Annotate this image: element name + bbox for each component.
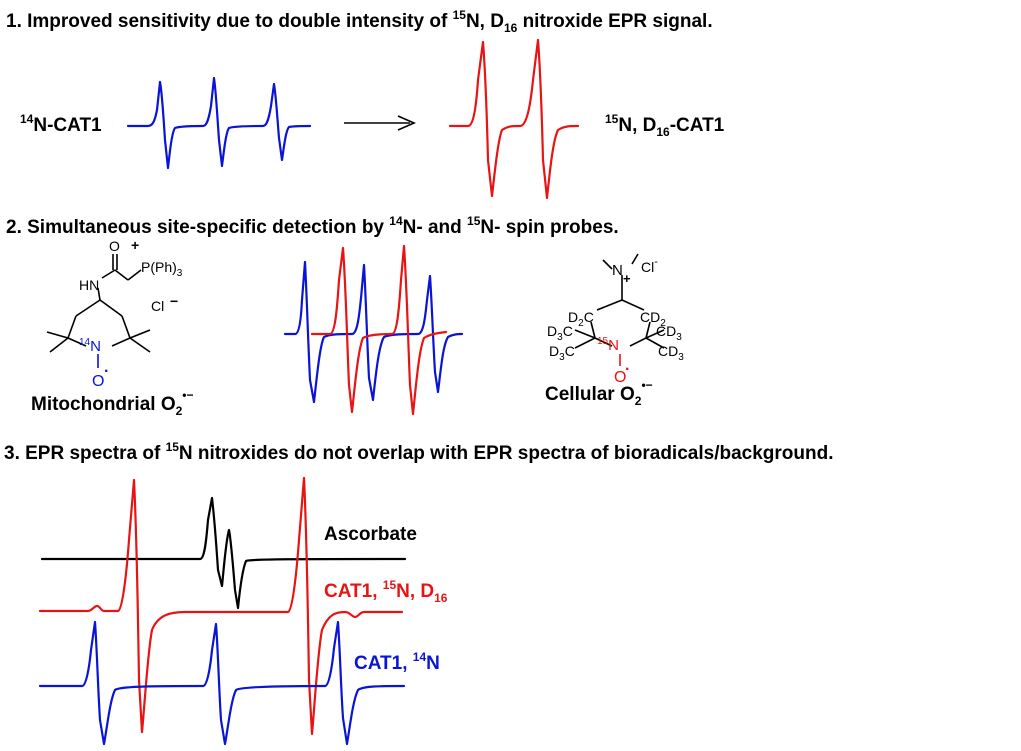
n15-cat1-label: 15N, D16-CAT1 [605, 112, 725, 139]
cd3-group-3: CD3 [656, 323, 682, 343]
n15-cat1-epr-spectrum [38, 476, 404, 736]
ammonium-nitrogen: N [612, 262, 623, 279]
cell-caption: Cellular O2•− [545, 378, 653, 408]
cd2-left: D2C [568, 309, 594, 329]
nitroxide-oxygen: O [92, 373, 104, 390]
amide-nh: HN [79, 277, 99, 293]
cd2-right: CD2 [640, 309, 666, 329]
section3-heading: 3. EPR spectra of 15N nitroxides do not … [4, 440, 833, 464]
chloride-counterion: Cl [151, 298, 164, 314]
ammonium-charge: + [623, 271, 631, 286]
n14-cat1-label: 14N-CAT1 [20, 112, 102, 136]
nitroxide-nitrogen-15: 15N [597, 336, 619, 354]
triphenylphosphonium-group: P(Ph)3 [141, 259, 183, 279]
n14-epr-spectrum-overlay [283, 260, 464, 404]
ascorbate-label: Ascorbate [324, 524, 417, 545]
phosphonium-charge: + [131, 237, 139, 253]
radical-dot: · [104, 363, 109, 380]
chloride-charge: − [170, 293, 178, 309]
carbonyl-oxygen: O [109, 238, 120, 254]
n14-epr-spectrum-top [126, 76, 312, 170]
arrow [344, 115, 416, 131]
n15-epr-spectrum-overlay [310, 244, 448, 416]
chloride-counterion-cell: Cl- [641, 256, 658, 275]
n15-epr-spectrum-top [448, 38, 580, 200]
cd3-group-2: D3C [549, 343, 575, 363]
radical-dot-cell: · [625, 361, 630, 378]
mito-spin-probe-structure: O + P(Ph)3 HN Cl − 14N O · [46, 237, 183, 390]
nitroxide-oxygen-cell: O [614, 369, 626, 386]
n14-cat1-epr-spectrum [38, 620, 406, 746]
cat1-n14-label: CAT1, 14N [354, 650, 440, 674]
cell-spin-probe-structure: N + Cl- D2C CD2 D3C D3C CD3 CD3 15N O · [547, 253, 684, 386]
section1-heading: 1. Improved sensitivity due to double in… [6, 8, 713, 35]
mito-caption: Mitochondrial O2•− [31, 388, 194, 418]
cd3-group-1: D3C [547, 323, 573, 343]
cat1-n15-label: CAT1, 15N, D16 [324, 578, 448, 605]
nitroxide-nitrogen-14: 14N [79, 337, 101, 355]
section2-heading: 2. Simultaneous site-specific detection … [6, 214, 619, 238]
cd3-group-4: CD3 [658, 343, 684, 363]
ascorbate-epr-spectrum [40, 496, 407, 610]
